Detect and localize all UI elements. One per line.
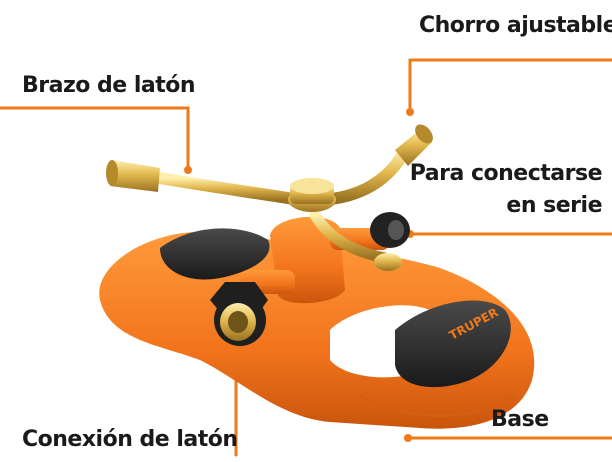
- label-conexion-laton: Conexión de latón: [22, 427, 238, 452]
- label-chorro-ajustable: Chorro ajustable: [419, 13, 612, 38]
- connector-nut-face: [388, 220, 404, 240]
- label-base: Base: [491, 407, 549, 432]
- callout-dot-chorro: [406, 108, 414, 116]
- label-conectar-line2: en serie: [506, 193, 602, 218]
- callout-dot-base: [404, 434, 412, 442]
- nozzle-right-tip: [415, 124, 433, 144]
- grip-front-right: [395, 300, 511, 388]
- series-connector: [330, 212, 410, 250]
- hub-top-face: [290, 178, 334, 194]
- base-lip: [359, 393, 516, 418]
- grip-back-left: [160, 228, 270, 280]
- brass-inner: [228, 311, 248, 333]
- callout-lines: [0, 58, 612, 457]
- callout-line-brazo: [0, 106, 190, 170]
- callout-line-chorro: [408, 58, 612, 112]
- brass-connection: [210, 270, 295, 346]
- arm-left: [154, 172, 306, 206]
- label-conectar-line1: Para conectarse: [409, 161, 603, 186]
- nozzle-left-tip: [106, 160, 118, 186]
- nozzle-left: [110, 160, 160, 192]
- label-brazo-laton: Brazo de latón: [22, 73, 196, 98]
- callout-dot-brazo: [184, 166, 192, 174]
- brass-arm: [106, 124, 433, 271]
- arm-front: [309, 209, 391, 264]
- nozzle-front: [374, 253, 402, 271]
